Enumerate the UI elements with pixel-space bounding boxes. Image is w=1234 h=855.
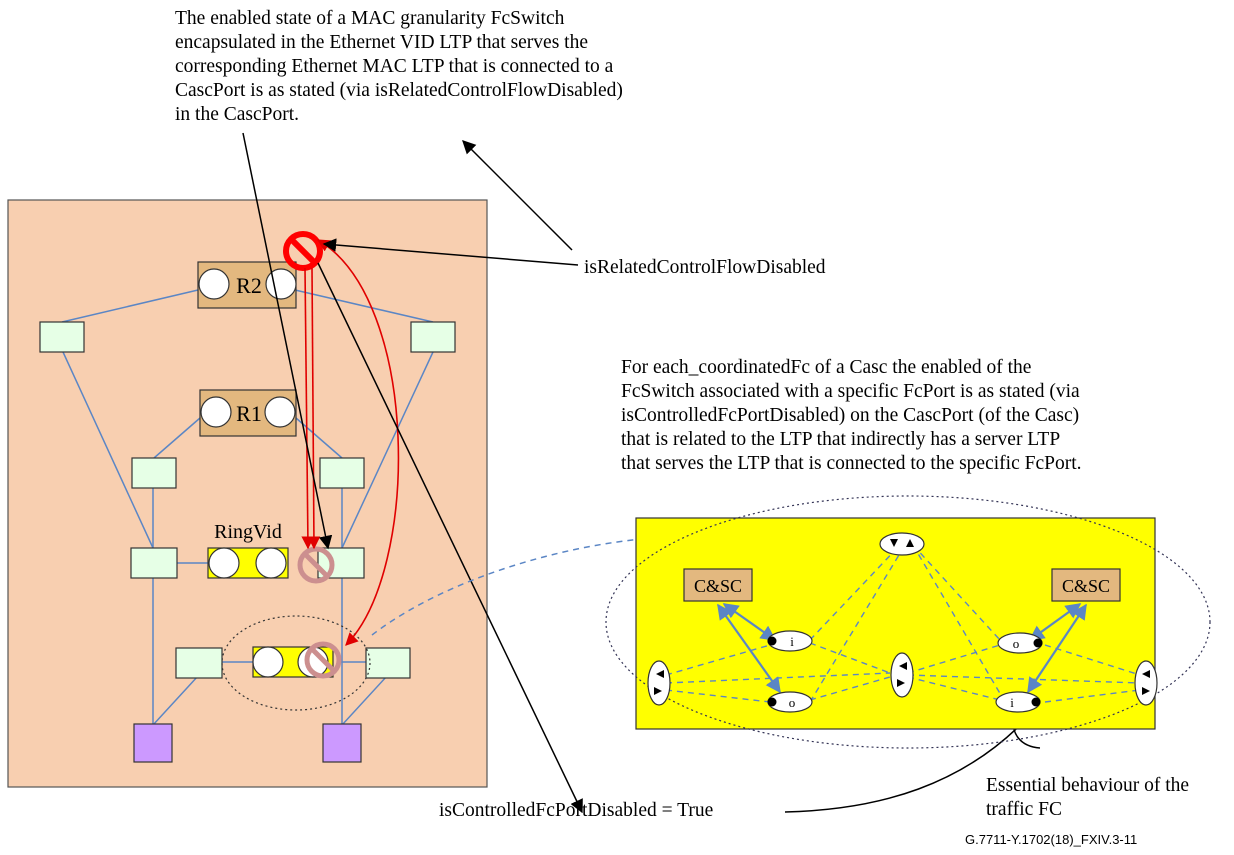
- svg-text:o: o: [1013, 636, 1020, 651]
- r2-label: R2: [236, 273, 262, 298]
- ltp-mid-right: [319, 457, 365, 489]
- casc-box-right: [1051, 568, 1121, 602]
- casc-label-left: C&SC: [694, 576, 742, 596]
- essential-note: Essential behaviour of the traffic FC: [986, 775, 1190, 820]
- fc-port-i-right: i: [995, 691, 1041, 713]
- lower-vid-port-left: [252, 646, 284, 678]
- ltp-low-right: [365, 647, 411, 679]
- right-note: For each_coordinatedFc of a Casc the ena…: [621, 357, 1082, 474]
- red-arrows: [301, 239, 400, 646]
- purple-box-right: [322, 723, 362, 763]
- ltp-top-right: [410, 321, 456, 353]
- top-note: The enabled state of a MAC granularity F…: [175, 8, 623, 125]
- direction-oval-top: [879, 532, 925, 556]
- purple-box-left: [133, 723, 173, 763]
- ltp-low-left: [175, 647, 223, 679]
- r1-port-left: [200, 396, 232, 428]
- related-flag-label: isRelatedControlFlowDisabled: [584, 257, 826, 278]
- fc-port-i-left: i: [767, 630, 813, 652]
- fc-port-o-right: o: [997, 632, 1043, 654]
- ltp-top-left: [39, 321, 85, 353]
- svg-text:o: o: [789, 695, 796, 710]
- fc-port-o-left: o: [767, 691, 813, 713]
- ringvid-port-right: [255, 547, 287, 579]
- controlled-flag-label: isControlledFcPortDisabled = True: [439, 800, 714, 821]
- right-dotted-ellipse: [605, 495, 1211, 749]
- ringvid-port-left: [208, 547, 240, 579]
- figure-code: G.7711-Y.1702(18)_FXIV.3-11: [965, 832, 1138, 847]
- direction-oval-middle: [890, 652, 914, 698]
- ringvid-label: RingVid: [214, 521, 282, 543]
- ltp-mid-left: [131, 457, 177, 489]
- direction-oval-left: [647, 660, 671, 706]
- r1-port-right: [264, 396, 296, 428]
- svg-text:i: i: [1010, 695, 1014, 710]
- lower-highlight-ellipse: [221, 615, 371, 711]
- r2-port-left: [198, 268, 230, 300]
- casc-label-right: C&SC: [1062, 576, 1110, 596]
- direction-oval-right: [1134, 660, 1158, 706]
- casc-box-left: [683, 568, 753, 602]
- r1-label: R1: [236, 401, 262, 426]
- svg-text:i: i: [790, 634, 794, 649]
- ltp-ring-left: [130, 547, 178, 579]
- r2-port-right: [265, 268, 297, 300]
- control-arrows: [717, 603, 1087, 694]
